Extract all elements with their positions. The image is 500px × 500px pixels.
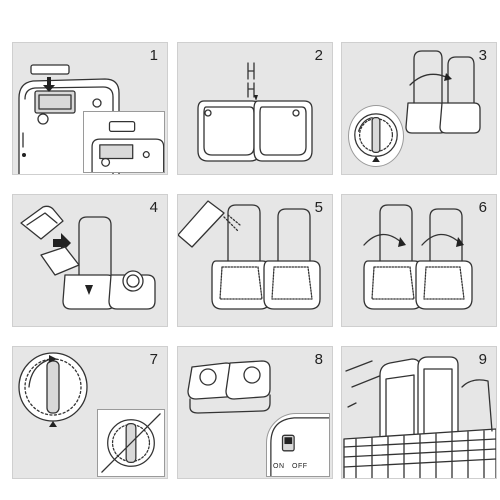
step-panel-1: 1 [12,42,168,175]
step-number: 8 [314,351,323,368]
step-number: 3 [478,47,487,64]
switch-off-label: OFF [292,463,308,470]
timer-dial-illustration [354,113,398,163]
switching-on-illustration [187,360,271,414]
ice-pack-illustration [20,205,156,310]
step-panel-8: ON OFF 8 [177,346,333,479]
step-number: 4 [149,199,158,216]
step-panel-2: 2 [177,42,333,175]
battery-detail-illustration [91,121,164,172]
step-number: 9 [478,351,487,368]
step-panel-5: 5 [177,194,333,327]
step-number: 2 [314,47,323,64]
step-panel-3: 3 [341,42,497,175]
step-panel-6: 6 [341,194,497,327]
power-switch-illustration [270,417,329,476]
timer-dial-setting-illustration [18,352,88,427]
switch-detail-inset [266,413,330,477]
two-trays-illustration [197,62,313,162]
filling-bowls-illustration [178,200,321,310]
battery-detail-inset [83,111,165,173]
step-number: 6 [478,199,487,216]
dial-detail-illustration [101,413,161,473]
hinged-lids-illustration [405,50,481,134]
step-number: 7 [149,351,158,368]
step-panel-7: 7 [12,346,168,479]
switch-on-label: ON [273,463,285,470]
dial-inset [348,105,404,167]
dial-detail-inset [97,409,165,477]
dishwasher-rack-illustration [343,356,496,478]
step-panel-9: 9 [341,346,497,479]
step-number: 1 [149,47,158,64]
closing-lids-illustration [363,204,473,310]
step-panel-4: 4 [12,194,168,327]
step-number: 5 [314,199,323,216]
